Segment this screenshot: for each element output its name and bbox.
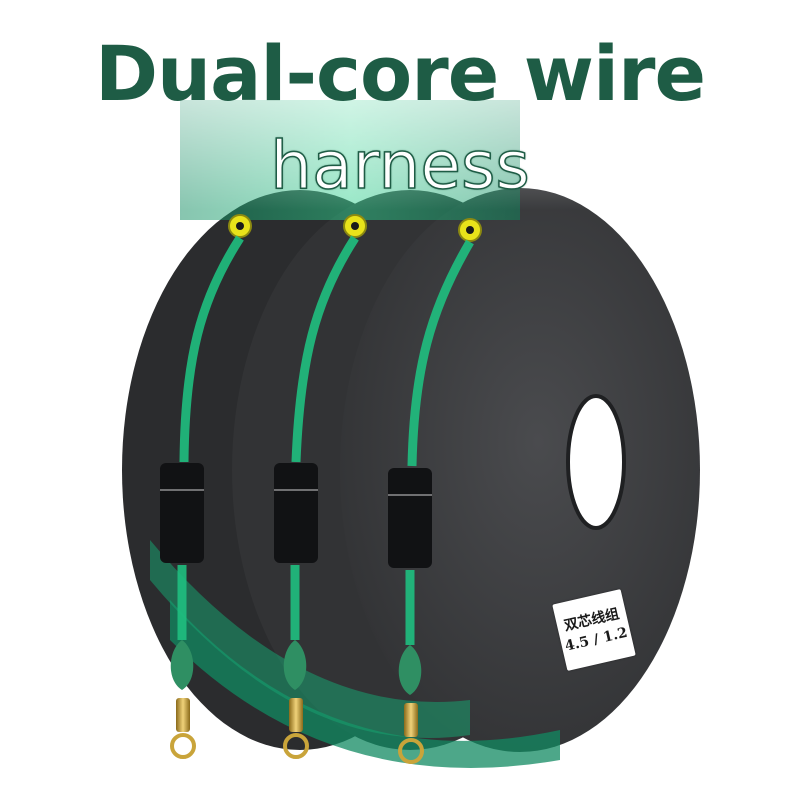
spool-hole <box>566 394 626 530</box>
rig-1 <box>160 214 252 759</box>
rig-2 <box>274 214 367 759</box>
line-wrap-green-2 <box>150 540 470 739</box>
subtitle: harness <box>270 126 531 205</box>
line-wrap-green <box>170 600 560 768</box>
title: Dual-core wire <box>94 29 706 118</box>
rig-3 <box>388 218 482 764</box>
